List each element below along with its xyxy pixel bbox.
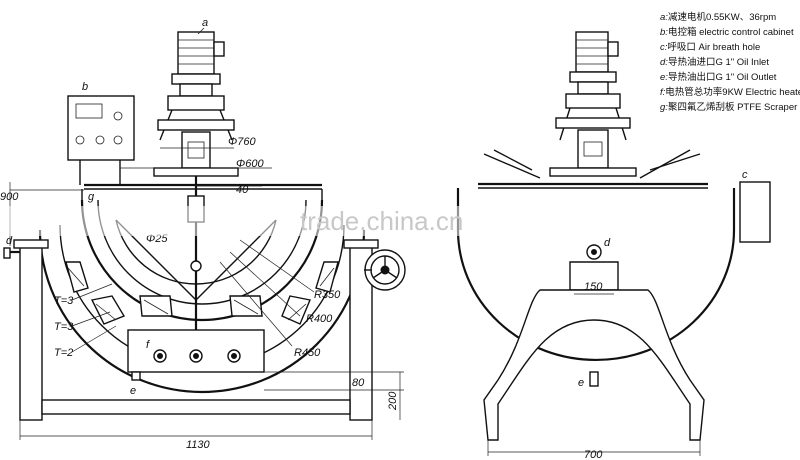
legend-zh: 电热管总功率9KW [665, 86, 745, 98]
dim-700: 700 [584, 449, 603, 460]
support-frame: d [3, 235, 379, 421]
legend-item: d:导热油进口G 1" Oil Inlet [660, 56, 769, 68]
dim-80: 80 [352, 377, 365, 389]
dim-r350: R350 [314, 289, 341, 301]
dim-r400: R400 [306, 313, 333, 325]
dim-1130: 1130 [186, 439, 211, 451]
legend: a:减速电机0.55KW、36rpm b:电控箱 electric contro… [660, 11, 800, 113]
legend-item: e:导热油出口G 1" Oil Outlet [660, 71, 777, 83]
motor-a: a [153, 17, 239, 177]
label-g: g [88, 191, 95, 203]
label-d-right: d [604, 237, 611, 249]
legend-key: e: [660, 72, 668, 83]
legend-zh: 电控箱 [668, 26, 699, 38]
legend-en: Oil Inlet [737, 57, 770, 68]
legend-en: Electric heater [746, 87, 800, 98]
legend-en: Oil Outlet [737, 72, 777, 83]
legend-item: f:电热管总功率9KW Electric heater [660, 86, 800, 98]
insulation-hatch [65, 261, 339, 325]
label-d: d [6, 235, 13, 247]
label-e-right: e [578, 377, 584, 389]
label-b: b [82, 81, 88, 93]
control-cabinet-b: b [67, 81, 135, 185]
dim-d600: Φ600 [236, 158, 264, 170]
legend-item: a:减速电机0.55KW、36rpm [660, 11, 776, 23]
legend-en: Air breath hole [699, 42, 761, 53]
legend-item: b:电控箱 electric control cabinet [660, 26, 794, 38]
legend-en: PTFE Scraper [737, 102, 797, 113]
scraper-frame [115, 219, 277, 285]
legend-zh: 呼吸口 [667, 42, 698, 53]
dim-left: 900 [0, 191, 19, 203]
label-a: a [202, 17, 208, 29]
outer-jacket [38, 229, 366, 394]
label-c: c [742, 169, 748, 181]
legend-key: g: [660, 102, 668, 113]
heater-box-f: f e [127, 329, 265, 397]
side-view: c d e 150 700 [456, 31, 771, 460]
watermark: trade.china.cn [300, 206, 463, 236]
legend-item: g:聚四氟乙烯刮板 PTFE Scraper [660, 101, 797, 113]
legend-key: f: [660, 87, 666, 98]
legend-key: c: [660, 42, 668, 53]
label-f: f [146, 339, 150, 351]
dim-40: 40 [236, 184, 249, 196]
dim-d760: Φ760 [228, 136, 256, 148]
hand-wheel [364, 249, 406, 291]
legend-key: b: [660, 27, 668, 38]
label-e: e [130, 385, 136, 397]
dim-t3: T=2 [54, 347, 73, 359]
legend-zh: 导热油进口G 1" [668, 56, 737, 68]
side-support-leg [483, 289, 705, 441]
dim-150: 150 [584, 281, 603, 293]
dim-t1: T=3 [54, 295, 74, 307]
inner-vessel [80, 199, 324, 322]
legend-zh: 聚四氟乙烯刮板 [668, 101, 737, 113]
legend-item: c:呼吸口 Air breath hole [660, 42, 760, 53]
legend-zh: 导热油出口G 1" [668, 71, 737, 83]
side-vessel [456, 229, 736, 362]
dim-200: 200 [387, 391, 399, 411]
dim-t2: T=3 [54, 321, 74, 333]
legend-key: a: [660, 12, 668, 23]
legend-zh: 减速电机0.55KW、36rpm [668, 11, 776, 23]
legend-key: d: [660, 57, 668, 68]
dim-r450: R450 [294, 347, 321, 359]
legend-en: electric control cabinet [699, 27, 794, 38]
air-breath-hole [739, 181, 771, 243]
